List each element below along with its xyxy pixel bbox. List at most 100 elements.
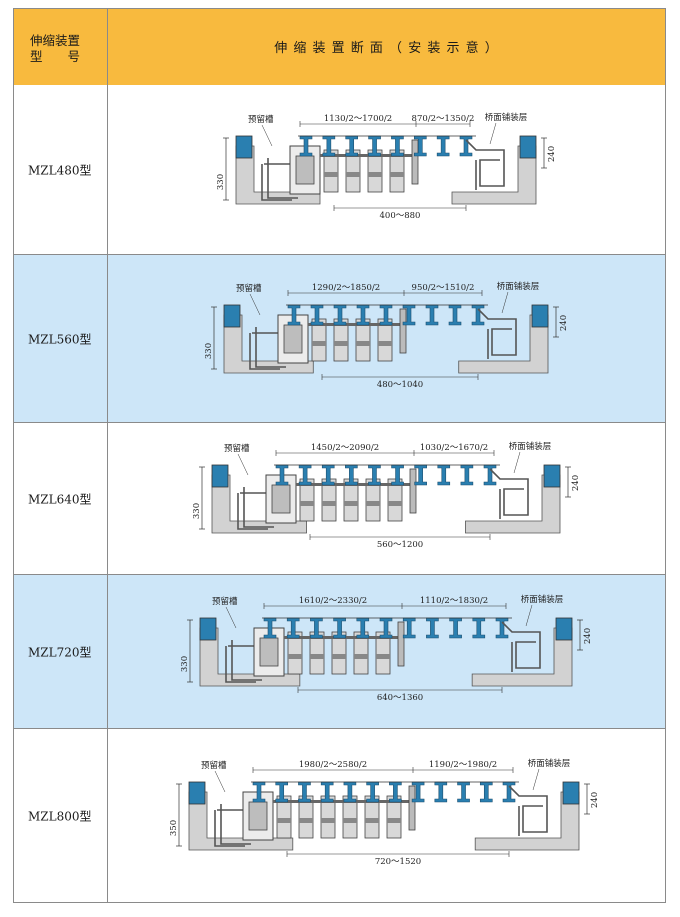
- steel-beam: [483, 464, 497, 486]
- model-label: MZL800型: [28, 809, 92, 823]
- right-rebar-loop: [508, 785, 548, 836]
- left-groove-block: [235, 135, 253, 159]
- model-label: MZL640型: [28, 492, 92, 506]
- groove-leader: [261, 124, 273, 147]
- left-support-inner: [259, 637, 279, 667]
- steel-beam: [391, 464, 404, 486]
- left-support-inner: [271, 484, 291, 514]
- gap-dim-label: 640～1360: [377, 693, 423, 703]
- left-support-inner: [248, 801, 268, 831]
- steel-beam: [320, 781, 334, 803]
- steel-beam: [457, 781, 470, 803]
- steel-beam: [322, 135, 336, 157]
- header-model-cell: 伸缩装置 型 号: [14, 9, 108, 85]
- groove-label: 预留槽: [236, 283, 262, 294]
- header-model-label-line2: 型 号: [30, 49, 81, 64]
- model-cell: MZL800型: [14, 729, 108, 902]
- steel-beam: [345, 135, 359, 157]
- steel-beam: [275, 464, 289, 486]
- right-groove-block: [555, 617, 573, 641]
- left-groove-block: [199, 617, 217, 641]
- steel-beam: [479, 781, 493, 803]
- model-label: MZL720型: [28, 645, 92, 659]
- steel-beam: [495, 617, 509, 639]
- left-groove-block: [188, 781, 206, 805]
- steel-beam: [391, 135, 404, 157]
- left-support-inner: [283, 324, 303, 354]
- groove-leader: [214, 770, 226, 793]
- support-bar-band: [277, 818, 291, 823]
- steel-beam: [333, 304, 347, 326]
- steel-beam: [471, 304, 485, 326]
- groove-leader: [225, 606, 237, 629]
- steel-beam: [252, 781, 266, 803]
- support-bar: [375, 631, 391, 675]
- pavement-label: 桥面铺装层: [521, 594, 564, 605]
- pavement-leader: [489, 122, 497, 145]
- right-height-dim-label: 240: [583, 628, 593, 644]
- model-label: MZL560型: [28, 332, 92, 346]
- left-groove-block: [223, 304, 241, 328]
- steel-beam: [333, 617, 346, 639]
- table-header: 伸缩装置 型 号 伸 缩 装 置 断 面 （ 安 装 示 意 ）: [14, 9, 665, 86]
- support-bar-band: [368, 172, 382, 177]
- steel-beam: [368, 464, 381, 486]
- support-bar-band: [310, 654, 324, 659]
- steel-beam: [389, 781, 402, 803]
- support-crossbeam: [320, 154, 412, 157]
- steel-beam: [356, 617, 370, 639]
- steel-beam: [437, 464, 451, 486]
- support-end-plate: [397, 621, 405, 667]
- steel-beam: [366, 781, 379, 803]
- support-bar-band: [378, 341, 392, 346]
- steel-beam: [472, 617, 486, 639]
- pavement-leader: [532, 768, 540, 791]
- left-support-inner: [295, 155, 315, 185]
- steel-beam: [310, 304, 324, 326]
- steel-beam: [356, 304, 370, 326]
- right-height-dim-label: 240: [571, 475, 581, 491]
- steel-beam: [402, 304, 416, 326]
- right-height-dim-label: 240: [590, 792, 600, 808]
- left-width-dim-label: 1290/2～1850/2: [312, 283, 380, 293]
- support-bar-band: [376, 654, 390, 659]
- support-bar-band: [346, 172, 360, 177]
- support-crossbeam: [273, 800, 409, 803]
- height-dim-label: 330: [216, 174, 226, 190]
- steel-beam: [425, 304, 439, 326]
- steel-beam: [379, 304, 393, 326]
- support-bar-band: [343, 818, 357, 823]
- gap-dim-label: 560～1200: [377, 540, 423, 550]
- steel-beam: [414, 464, 427, 486]
- height-dim-label: 330: [192, 503, 202, 519]
- header-model-label-line1: 伸缩装置: [30, 33, 81, 48]
- support-end-plate: [399, 308, 407, 354]
- gap-dim-label: 480～1040: [377, 380, 423, 390]
- support-bar-band: [299, 818, 313, 823]
- pavement-label: 桥面铺装层: [509, 441, 552, 452]
- right-width-dim-label: 1110/2～1830/2: [420, 596, 488, 606]
- right-width-dim-label: 950/2～1510/2: [412, 283, 475, 293]
- steel-beam: [287, 304, 301, 326]
- gap-dim-label: 720～1520: [375, 857, 421, 867]
- right-width-dim-label: 1030/2～1670/2: [420, 443, 488, 453]
- steel-beam: [448, 304, 462, 326]
- left-width-dim-label: 1610/2～2330/2: [299, 596, 367, 606]
- right-rebar-loop: [489, 468, 529, 519]
- support-bar-band: [365, 818, 379, 823]
- groove-label: 预留槽: [201, 760, 227, 771]
- groove-label: 预留槽: [248, 114, 274, 125]
- steel-beam: [345, 464, 358, 486]
- steel-beam: [343, 781, 357, 803]
- model-label: MZL480型: [28, 163, 92, 177]
- steel-beam: [460, 464, 474, 486]
- steel-beam: [402, 617, 416, 639]
- support-bar-band: [356, 341, 370, 346]
- right-rebar-loop: [501, 621, 541, 672]
- model-cell: MZL640型: [14, 423, 108, 574]
